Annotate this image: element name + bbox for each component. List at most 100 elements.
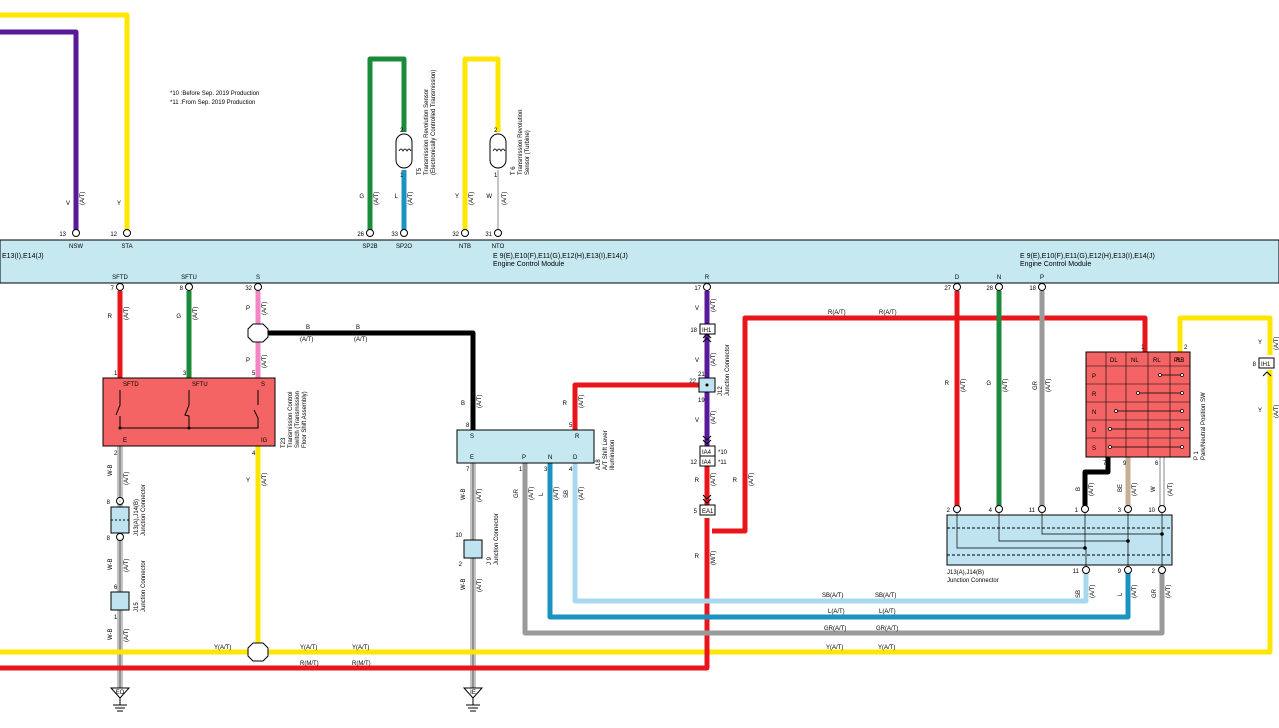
svg-text:P: P xyxy=(522,455,526,461)
svg-text:4: 4 xyxy=(569,467,573,473)
svg-text:W: W xyxy=(486,194,492,200)
svg-text:L(A/T): L(A/T) xyxy=(879,609,896,615)
svg-text:26: 26 xyxy=(357,232,364,238)
svg-text:5: 5 xyxy=(569,423,573,429)
svg-text:GR: GR xyxy=(1033,380,1039,390)
svg-text:(A/T): (A/T) xyxy=(579,395,585,408)
svg-text:(A/T): (A/T) xyxy=(529,487,535,500)
svg-text:RL: RL xyxy=(1153,358,1161,364)
svg-text:Y(A/T): Y(A/T) xyxy=(300,645,317,651)
svg-text:W-B: W-B xyxy=(461,578,467,590)
svg-text:P 1: P 1 xyxy=(1194,450,1200,460)
svg-text:(A/T): (A/T) xyxy=(1046,379,1052,392)
svg-text:6: 6 xyxy=(1155,461,1159,467)
svg-text:E: E xyxy=(470,455,474,461)
svg-text:A/T Shift Lever: A/T Shift Lever xyxy=(603,430,609,470)
ecm-label-cut: E13(I),E14(J) xyxy=(2,253,44,260)
svg-text:8: 8 xyxy=(1253,362,1257,368)
svg-text:18: 18 xyxy=(690,328,697,334)
svg-text:8: 8 xyxy=(180,286,184,292)
svg-text:4: 4 xyxy=(252,451,256,457)
wire-sb-a18 xyxy=(572,463,1089,604)
svg-text:8: 8 xyxy=(107,500,111,506)
svg-text:(A/T): (A/T) xyxy=(1166,585,1172,598)
svg-text:T 6: T 6 xyxy=(511,166,517,175)
svg-text:32: 32 xyxy=(245,286,252,292)
svg-text:(A/T): (A/T) xyxy=(1089,483,1095,496)
svg-text:R(M/T): R(M/T) xyxy=(300,661,319,667)
ecm-subtitle-right: Engine Control Module xyxy=(1020,261,1091,268)
wire-ntb-yellow xyxy=(462,56,501,233)
svg-text:(A/T): (A/T) xyxy=(1132,483,1138,496)
svg-text:DL: DL xyxy=(1110,358,1118,364)
svg-text:GR: GR xyxy=(514,488,520,498)
svg-text:B: B xyxy=(306,325,310,331)
svg-text:(A/T): (A/T) xyxy=(1168,483,1174,496)
svg-text:Park/Neutral Position SW: Park/Neutral Position SW xyxy=(1201,392,1207,460)
svg-text:IH1: IH1 xyxy=(702,328,712,334)
sensor-t6: 2 1 T 6 Transmission Revolution Sensor (… xyxy=(489,110,531,179)
svg-text:17: 17 xyxy=(694,286,701,292)
svg-text:Y: Y xyxy=(455,194,459,200)
svg-text:R(M/T): R(M/T) xyxy=(352,661,371,667)
park-neutral-switch: DL NL RL PL RB P R N D S 1 2 7 9 6 P 1 P… xyxy=(1085,345,1207,467)
svg-text:Junction Connector: Junction Connector xyxy=(141,560,147,612)
svg-text:(A/T): (A/T) xyxy=(711,299,717,312)
connector-ia4b: IA4 12 *11 xyxy=(690,435,727,467)
svg-text:SFTD: SFTD xyxy=(123,382,139,388)
svg-text:(A/T): (A/T) xyxy=(124,472,130,485)
svg-text:2: 2 xyxy=(459,562,463,568)
svg-text:P: P xyxy=(1040,275,1044,281)
svg-text:9: 9 xyxy=(1123,461,1127,467)
svg-text:32: 32 xyxy=(452,232,459,238)
wire-r-park xyxy=(712,315,1148,534)
svg-text:D: D xyxy=(955,275,960,281)
svg-text:1: 1 xyxy=(1075,508,1079,514)
svg-text:S: S xyxy=(256,275,260,281)
ecm-pin-nsw: 13 NSW V (A/T) xyxy=(59,192,86,250)
wire-r-bottom xyxy=(0,518,710,671)
svg-text:N: N xyxy=(548,455,552,461)
ecm-pin-r: 17 R xyxy=(694,275,711,292)
svg-text:Transmission Revolution: Transmission Revolution xyxy=(518,110,524,175)
ecm-pin-ntb: 32 NTB Y (A/T) xyxy=(452,192,475,250)
svg-text:N: N xyxy=(1092,410,1096,416)
svg-text:11: 11 xyxy=(1073,569,1080,575)
svg-text:12: 12 xyxy=(110,232,117,238)
svg-text:2: 2 xyxy=(947,508,951,514)
svg-text:V: V xyxy=(695,418,699,424)
svg-text:2: 2 xyxy=(1184,345,1188,351)
svg-text:GR(A/T): GR(A/T) xyxy=(824,626,846,632)
svg-text:(A/T): (A/T) xyxy=(749,473,755,486)
svg-text:P: P xyxy=(1092,374,1096,380)
svg-text:R: R xyxy=(695,554,700,560)
svg-text:2: 2 xyxy=(400,128,404,134)
svg-text:B: B xyxy=(461,401,465,407)
svg-text:(A/T): (A/T) xyxy=(711,473,717,486)
svg-text:D: D xyxy=(1092,428,1097,434)
svg-text:(A/T): (A/T) xyxy=(408,192,414,205)
svg-text:IA4: IA4 xyxy=(702,450,712,456)
svg-text:A18: A18 xyxy=(596,459,602,470)
svg-text:G: G xyxy=(176,314,181,320)
svg-text:Junction Connector: Junction Connector xyxy=(494,513,500,565)
wire-nsw-purple xyxy=(0,29,79,233)
svg-text:NTO: NTO xyxy=(492,244,505,250)
svg-text:SFTD: SFTD xyxy=(112,275,128,281)
svg-text:D: D xyxy=(573,455,578,461)
svg-text:(A/T): (A/T) xyxy=(354,337,367,343)
shift-switch-t23: SFTD SFTU S E IG 1 3 5 2 4 T23 Transmiss… xyxy=(102,371,308,457)
svg-text:(A/T): (A/T) xyxy=(1132,585,1138,598)
svg-text:L: L xyxy=(1118,592,1124,596)
svg-text:Y: Y xyxy=(1258,408,1262,414)
svg-text:SP2O: SP2O xyxy=(396,244,412,250)
svg-text:PL: PL xyxy=(1174,358,1182,364)
svg-text:(A/T): (A/T) xyxy=(1274,337,1279,350)
svg-text:SFTU: SFTU xyxy=(192,382,208,388)
svg-text:Y(A/T): Y(A/T) xyxy=(214,645,231,651)
svg-text:(A/T): (A/T) xyxy=(469,192,475,205)
wires xyxy=(0,12,1273,688)
svg-text:Switch (Transmission: Switch (Transmission xyxy=(295,391,301,448)
svg-text:Y(A/T): Y(A/T) xyxy=(352,645,369,651)
svg-text:*10: *10 xyxy=(718,450,728,456)
